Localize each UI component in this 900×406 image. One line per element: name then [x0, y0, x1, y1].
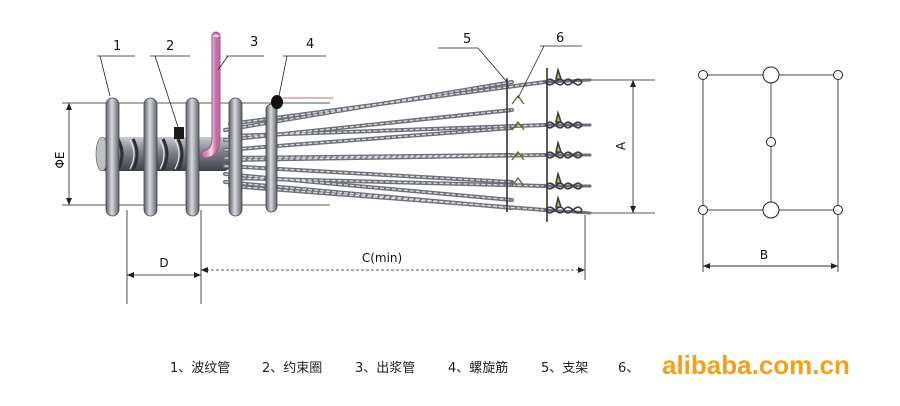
- legend-item-restraint-ring: 2、约束圈: [262, 361, 322, 376]
- dimension-b-label: B: [760, 248, 768, 262]
- legend-item-support: 5、支架: [541, 361, 588, 376]
- dimension-arrows: [66, 80, 636, 278]
- support-frame: [506, 68, 548, 222]
- callout-2: 2: [166, 39, 174, 54]
- dimension-e-label: ΦE: [53, 151, 67, 168]
- legend: 1、波纹管 2、约束圈 3、出浆管 4、螺旋筋 5、支架 6、: [170, 360, 639, 376]
- dimension-c-label: C(min): [362, 251, 402, 265]
- legend-item-grout-pipe: 3、出浆管: [355, 361, 415, 376]
- callout-6: 6: [556, 31, 564, 46]
- spiral-reinforcement: [105, 95, 283, 217]
- callout-5: 5: [463, 32, 471, 47]
- callout-leaders: [97, 45, 582, 128]
- dimension-a-label: A: [614, 141, 628, 150]
- grout-pipe: [201, 31, 221, 159]
- legend-item-spiral-bar: 4、螺旋筋: [448, 360, 508, 376]
- legend-item-corrugated-pipe: 1、波纹管: [170, 361, 230, 376]
- callout-3: 3: [250, 35, 258, 50]
- restraint-ring: [174, 127, 184, 139]
- callout-1: 1: [113, 39, 121, 54]
- callout-4: 4: [306, 37, 314, 52]
- alibaba-watermark: alibaba.com.cn: [662, 350, 850, 380]
- dimension-d-label: D: [159, 256, 168, 270]
- legend-item-anchor: 6、: [618, 361, 639, 376]
- extruded-anchors: [511, 67, 583, 214]
- end-view-grid: [698, 66, 843, 272]
